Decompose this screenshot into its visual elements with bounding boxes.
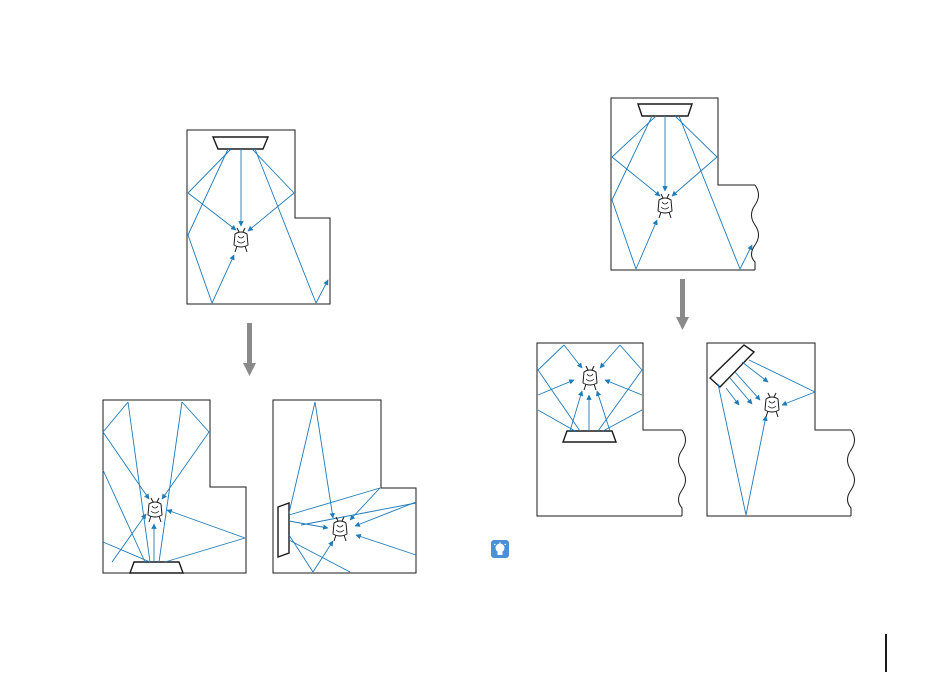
page-edge-rule	[885, 634, 887, 672]
diagram-right-bottom-b	[707, 343, 855, 516]
speaker-icon	[563, 431, 616, 442]
tip-icon	[491, 540, 509, 558]
diagram-right-top	[611, 98, 759, 270]
diagram-left-bottom-a	[103, 400, 246, 573]
down-arrow-icon	[243, 323, 256, 376]
diagram-right-bottom-a	[537, 343, 686, 516]
down-arrow-icon	[676, 279, 689, 330]
speaker-icon	[130, 562, 183, 573]
speaker-icon	[213, 137, 268, 149]
speaker-icon	[278, 503, 289, 557]
diagram-left-top	[187, 130, 330, 304]
speaker-icon	[638, 104, 692, 116]
diagram-left-bottom-b	[273, 400, 416, 573]
